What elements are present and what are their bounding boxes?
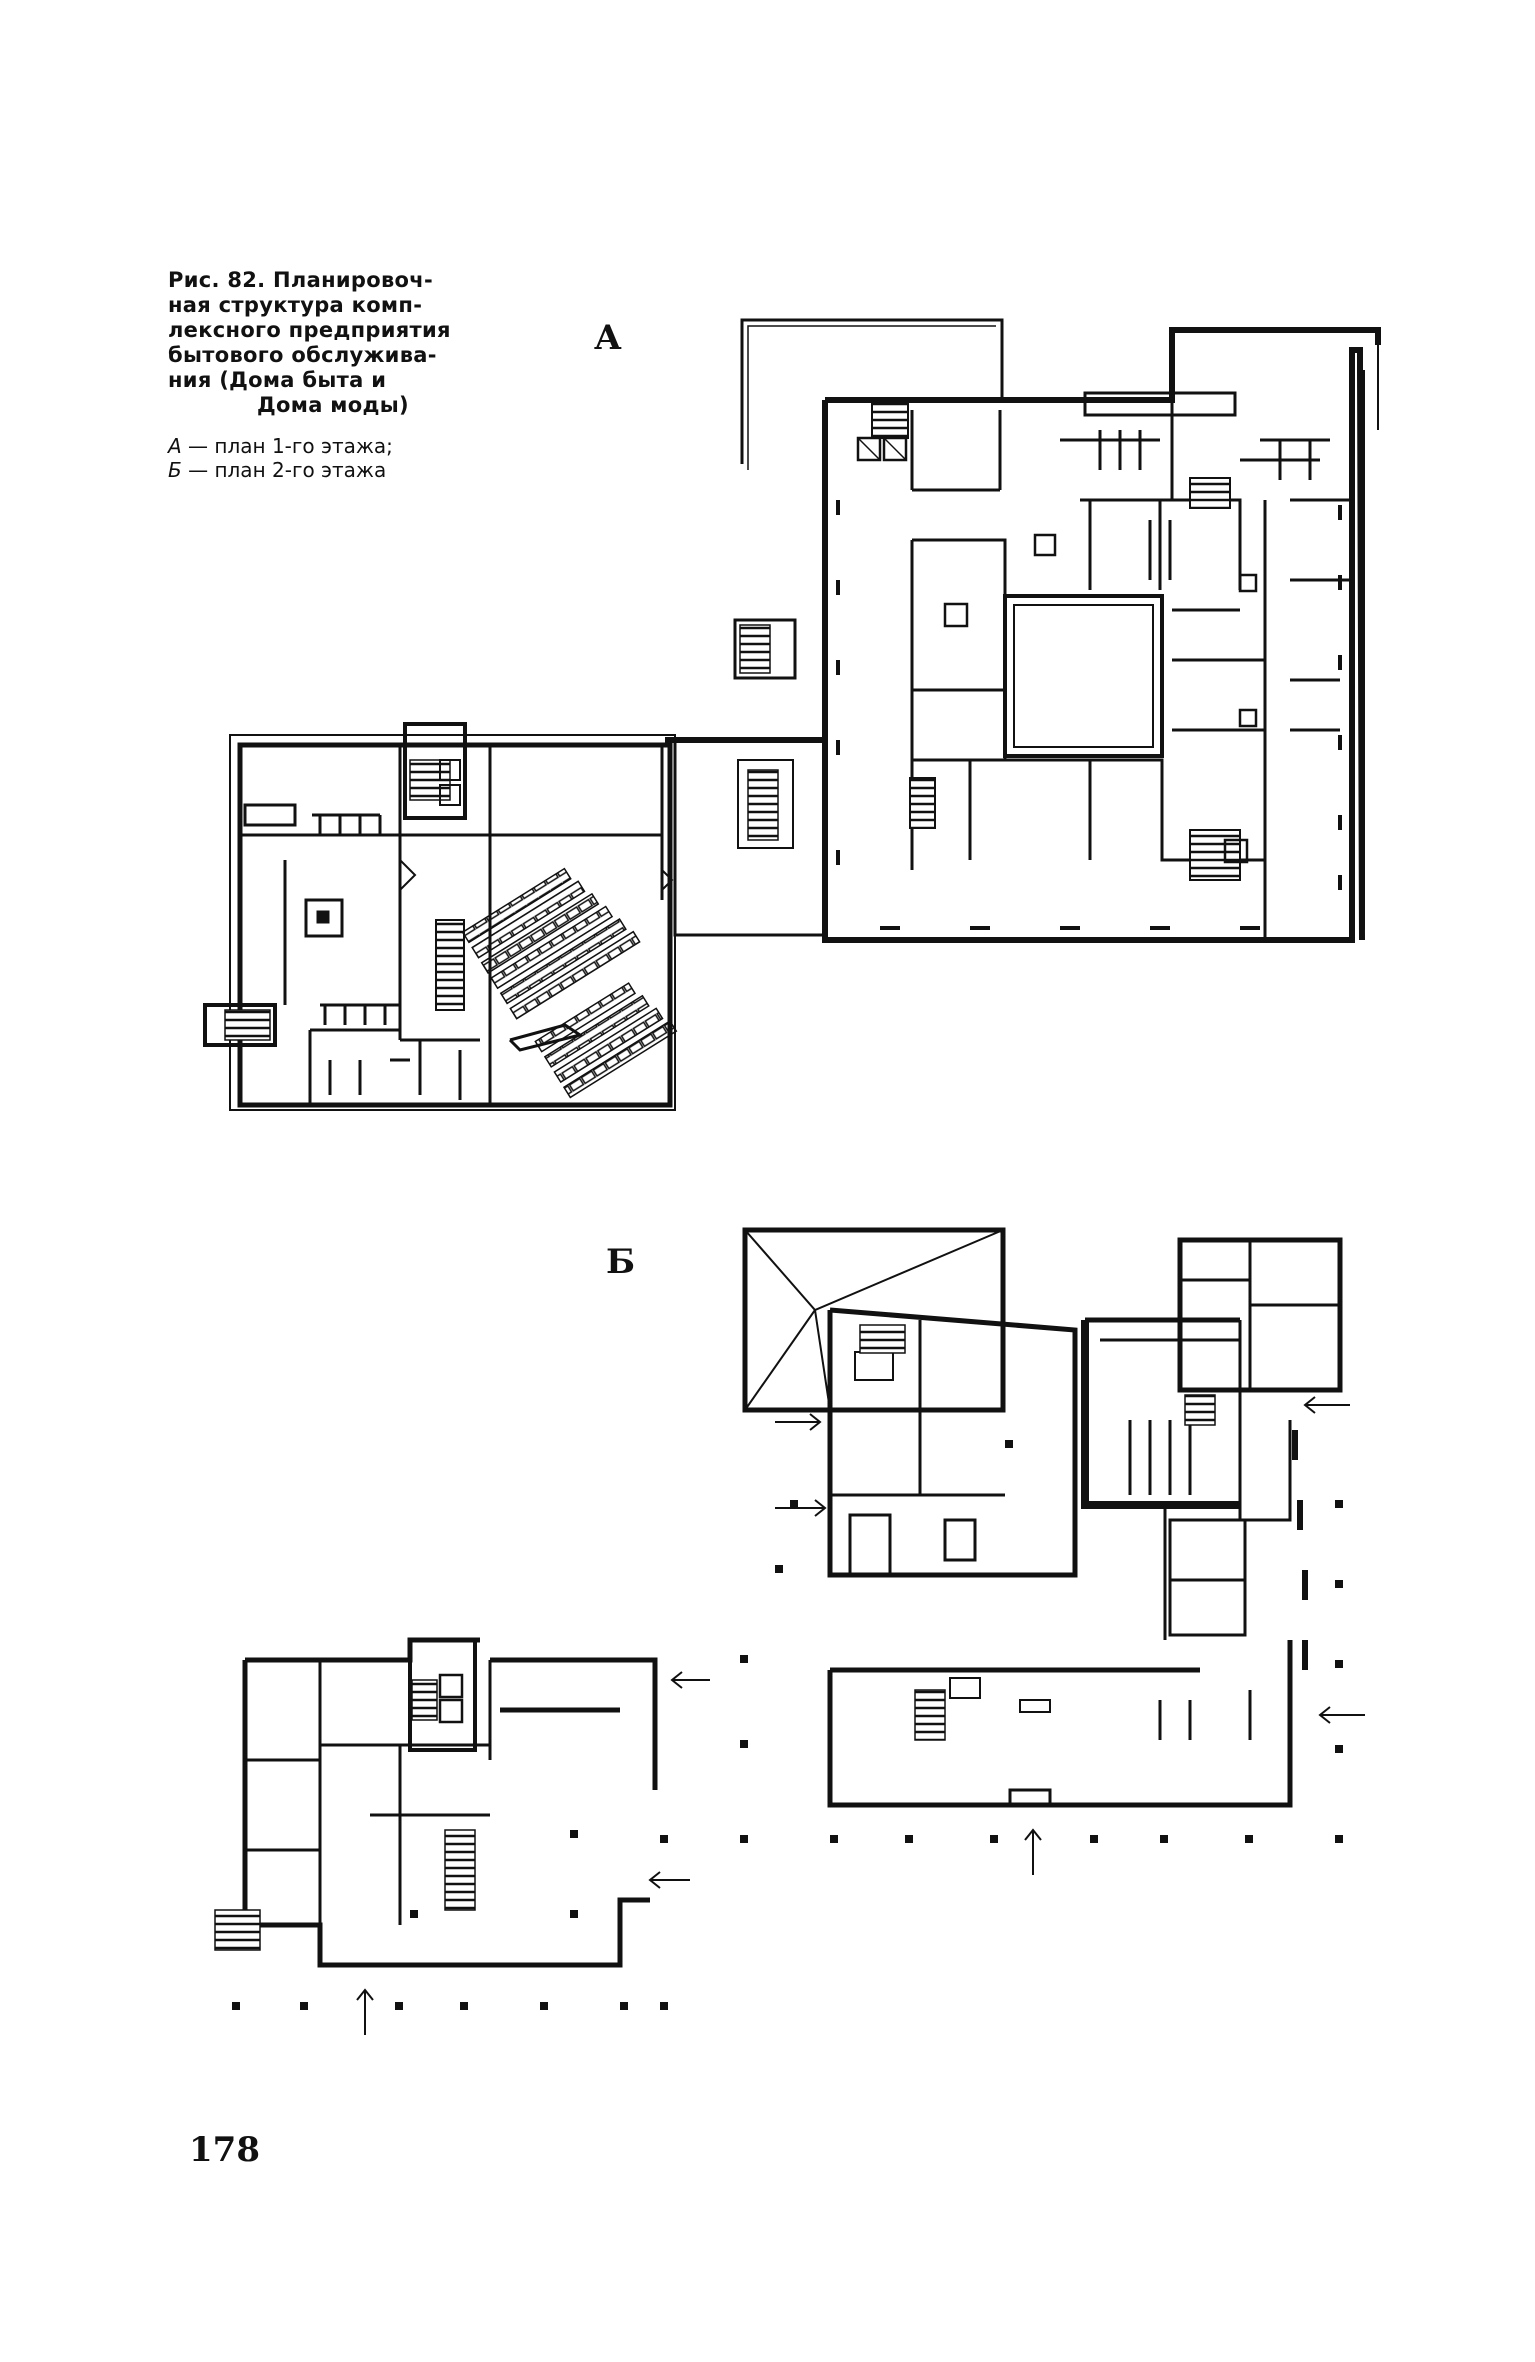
- plan-label-b: Б: [606, 1242, 636, 1282]
- legend-letter-b: Б: [168, 458, 182, 482]
- plan-first-floor: [203, 318, 1381, 1111]
- caption-line: ная структура комп-: [168, 293, 423, 317]
- plan-second-floor: [214, 1227, 1365, 2035]
- caption-line: бытового обслужива-: [168, 343, 437, 367]
- caption-line: лексного предприятия: [168, 318, 451, 342]
- legend-item-b: Б — план 2-го этажа: [168, 458, 498, 482]
- caption-line: Рис. 82. Планировоч-: [168, 268, 434, 292]
- page-number: 178: [189, 2130, 260, 2170]
- legend-text-a: — план 1-го этажа;: [188, 434, 393, 458]
- legend-item-a: А — план 1-го этажа;: [168, 434, 498, 458]
- legend-letter-a: А: [168, 434, 182, 458]
- legend-text-b: — план 2-го этажа: [188, 458, 387, 482]
- figure-legend: А — план 1-го этажа; Б — план 2-го этажа: [168, 434, 498, 482]
- plan-label-a: А: [594, 318, 622, 358]
- caption-line: ния (Дома быта и: [168, 368, 387, 392]
- figure-caption: Рис. 82. Планировоч- ная структура комп-…: [168, 268, 498, 418]
- caption-line: Дома моды): [257, 393, 409, 417]
